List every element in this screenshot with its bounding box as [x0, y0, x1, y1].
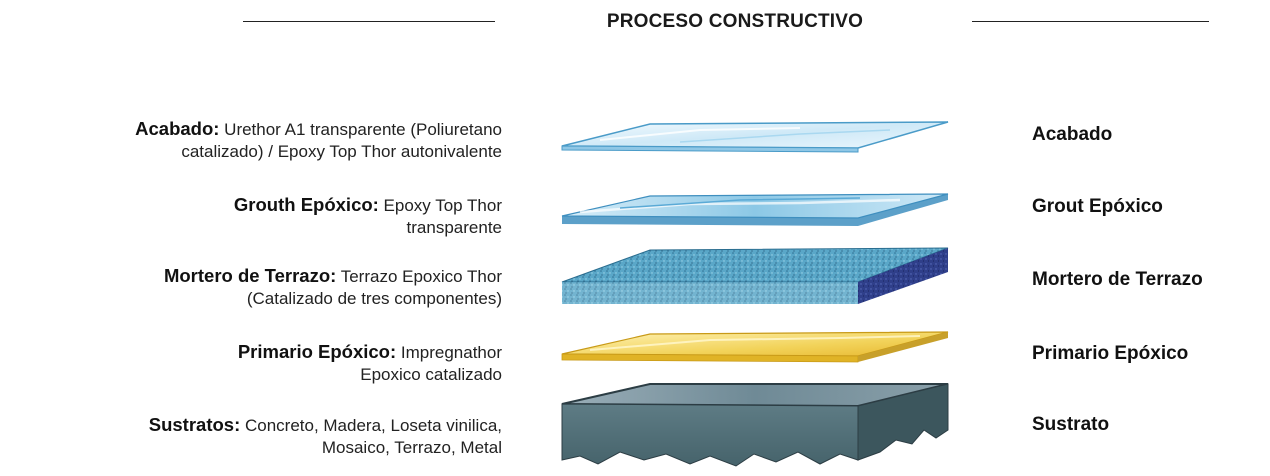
layers-illustration: [561, 121, 949, 467]
desc-terrazo: Mortero de Terrazo: Terrazo Epoxico Thor…: [164, 265, 502, 310]
desc-sustratos: Sustratos: Concreto, Madera, Loseta vini…: [149, 414, 502, 459]
desc-line1: Concreto, Madera, Loseta vinilica,: [240, 416, 502, 435]
layer-primario: [561, 331, 949, 363]
layer-name-primario: Primario Epóxico: [1032, 343, 1189, 364]
desc-line2: Epoxico catalizado: [360, 365, 502, 384]
desc-line2: (Catalizado de tres componentes): [246, 289, 502, 308]
desc-line2: Mosaico, Terrazo, Metal: [321, 438, 502, 457]
layer-name-grout: Grout Epóxico: [1032, 196, 1163, 217]
desc-key: Primario Epóxico:: [237, 341, 397, 362]
desc-line1: Terrazo Epoxico Thor: [336, 267, 502, 286]
layer-acabado: [561, 121, 949, 153]
layer-name-acabado: Acabado: [1032, 124, 1113, 145]
layer-grout: [561, 193, 949, 226]
desc-key: Mortero de Terrazo:: [163, 265, 337, 286]
desc-line1: Epoxy Top Thor: [378, 196, 502, 215]
desc-grout: Grouth Epóxico: Epoxy Top Thor transpare…: [234, 194, 502, 239]
page-title: PROCESO CONSTRUCTIVO: [606, 11, 864, 32]
desc-line1: Urethor A1 transparente (Poliuretano: [219, 120, 502, 139]
title-rule-right: [972, 21, 1209, 22]
desc-acabado: Acabado: Urethor A1 transparente (Poliur…: [135, 118, 502, 163]
desc-key: Grouth Epóxico:: [233, 194, 379, 215]
layer-name-sustrato: Sustrato: [1032, 414, 1110, 435]
layer-name-terrazo: Mortero de Terrazo: [1032, 269, 1203, 290]
desc-primario: Primario Epóxico: Impregnathor Epoxico c…: [238, 341, 502, 386]
layer-terrazo: [561, 247, 949, 304]
layer-sustrato: [561, 383, 949, 467]
desc-line1: Impregnathor: [396, 343, 502, 362]
desc-line2: catalizado) / Epoxy Top Thor autonivalen…: [181, 142, 502, 161]
desc-key: Sustratos:: [148, 414, 241, 435]
title-rule-left: [243, 21, 495, 22]
desc-key: Acabado:: [135, 118, 220, 139]
desc-line2: transparente: [406, 218, 502, 237]
